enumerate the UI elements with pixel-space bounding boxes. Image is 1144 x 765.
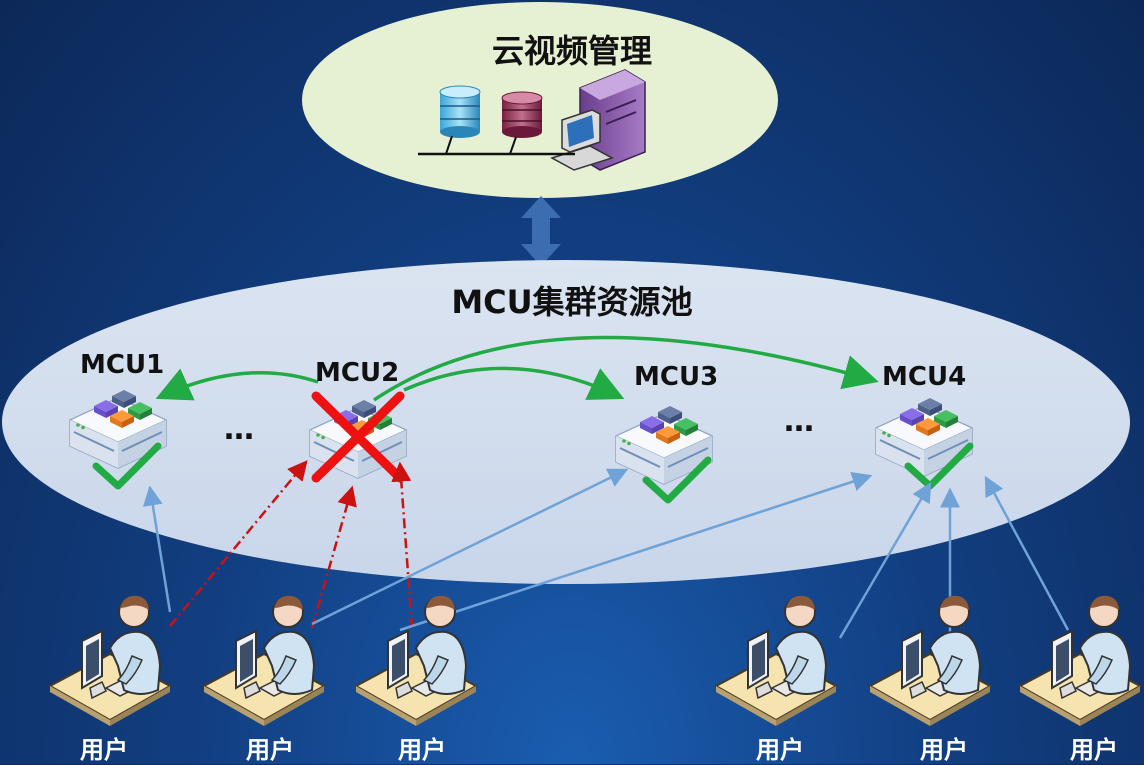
user-5-label: 用户 [920,736,968,764]
ellipsis-right: … [784,404,814,439]
user-4-label: 用户 [756,736,804,764]
user-1-icon [49,594,171,727]
user-4-icon [715,594,837,727]
user-1-label: 用户 [80,736,128,764]
failed-links [169,460,414,629]
network-bus-line [418,135,575,156]
mcu2-label: MCU2 [315,358,400,388]
user-3-label: 用户 [398,736,446,764]
user-6-label: 用户 [1070,736,1118,764]
mcu1-label: MCU1 [80,350,165,380]
storage-icon [501,91,543,138]
user-links [142,468,1070,639]
mcu3-label: MCU3 [634,362,719,392]
migration-arrows [155,335,879,402]
mcu4-label: MCU4 [882,362,967,392]
user-5-icon [869,594,991,727]
ellipsis-left: … [224,412,254,447]
mcu-pool-region [2,260,1130,584]
user-3-icon [355,594,477,727]
cloud-management-title: 云视频管理 [491,32,652,70]
migration-arrow-to-mcu3 [403,366,625,400]
mcu2-failed-cross-icon [311,391,405,483]
mcu-pool-title: MCU集群资源池 [451,283,693,321]
bidirectional-arrow-icon [521,196,561,266]
user-2-icon [203,594,325,727]
database-icon [439,85,481,138]
migration-arrow-to-mcu1 [155,368,319,401]
migration-arrow-to-mcu4 [373,335,879,402]
user-2-label: 用户 [246,736,294,764]
server-computer-icon [550,69,646,171]
user-6-icon [1019,594,1141,727]
